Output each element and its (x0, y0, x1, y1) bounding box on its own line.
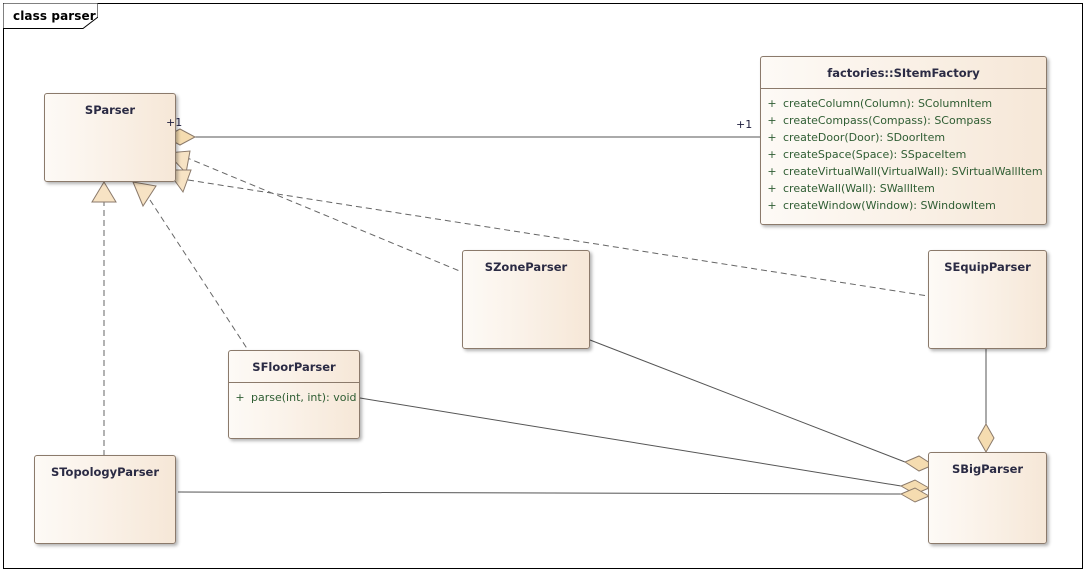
class-node-stopologyparser[interactable]: STopologyParser (34, 455, 176, 544)
class-title-sparser: SParser (84, 103, 136, 117)
operation-row: + createWall(Wall): SWallItem (761, 180, 1046, 197)
visibility-marker: + (767, 199, 777, 212)
class-title-stopologyparser: STopologyParser (50, 465, 160, 479)
operation-signature: createVirtualWall(VirtualWall): SVirtual… (783, 165, 1043, 178)
class-title-sbigparser: SBigParser (951, 462, 1024, 476)
visibility-marker: + (767, 97, 777, 110)
multiplicity-factory-end: +1 (736, 118, 753, 131)
operation-signature: createWall(Wall): SWallItem (783, 182, 935, 195)
visibility-marker: + (235, 391, 245, 404)
class-node-sbigparser[interactable]: SBigParser (928, 452, 1047, 544)
class-node-sequipparser[interactable]: SEquipParser (928, 250, 1047, 349)
frame-tab-shape (3, 3, 98, 29)
multiplicity-sparser-end: +1 (166, 116, 183, 129)
frame-label-tab: class parser (3, 3, 98, 29)
frame-label-text: class parser (13, 9, 96, 23)
visibility-marker: + (767, 165, 777, 178)
class-title-sfloorparser: SFloorParser (229, 351, 359, 383)
visibility-marker: + (767, 131, 777, 144)
class-title-szoneparser: SZoneParser (484, 260, 568, 274)
class-node-sparser[interactable]: SParser (44, 93, 176, 182)
operation-row: + createSpace(Space): SSpaceItem (761, 146, 1046, 163)
operation-signature: createSpace(Space): SSpaceItem (783, 148, 967, 161)
class-operations-sitemfactory: + createColumn(Column): SColumnItem + cr… (761, 89, 1046, 218)
operation-signature: createCompass(Compass): SCompass (783, 114, 992, 127)
operation-row: + createCompass(Compass): SCompass (761, 112, 1046, 129)
class-title-sequipparser: SEquipParser (944, 260, 1031, 274)
operation-signature: parse(int, int): void (251, 391, 357, 404)
operation-signature: createWindow(Window): SWindowItem (783, 199, 996, 212)
operation-row: + createWindow(Window): SWindowItem (761, 197, 1046, 214)
operation-signature: createColumn(Column): SColumnItem (783, 97, 993, 110)
visibility-marker: + (767, 114, 777, 127)
operation-row: + createDoor(Door): SDoorItem (761, 129, 1046, 146)
operation-row: + createColumn(Column): SColumnItem (761, 95, 1046, 112)
visibility-marker: + (767, 182, 777, 195)
operation-row: + createVirtualWall(VirtualWall): SVirtu… (761, 163, 1046, 180)
class-node-sitemfactory[interactable]: factories::SItemFactory + createColumn(C… (760, 56, 1047, 225)
class-node-szoneparser[interactable]: SZoneParser (462, 250, 590, 349)
class-operations-sfloorparser: + parse(int, int): void (229, 383, 359, 410)
class-node-sfloorparser[interactable]: SFloorParser + parse(int, int): void (228, 350, 360, 439)
operation-row: + parse(int, int): void (229, 389, 359, 406)
operation-signature: createDoor(Door): SDoorItem (783, 131, 946, 144)
visibility-marker: + (767, 148, 777, 161)
class-title-sitemfactory: factories::SItemFactory (761, 57, 1046, 89)
